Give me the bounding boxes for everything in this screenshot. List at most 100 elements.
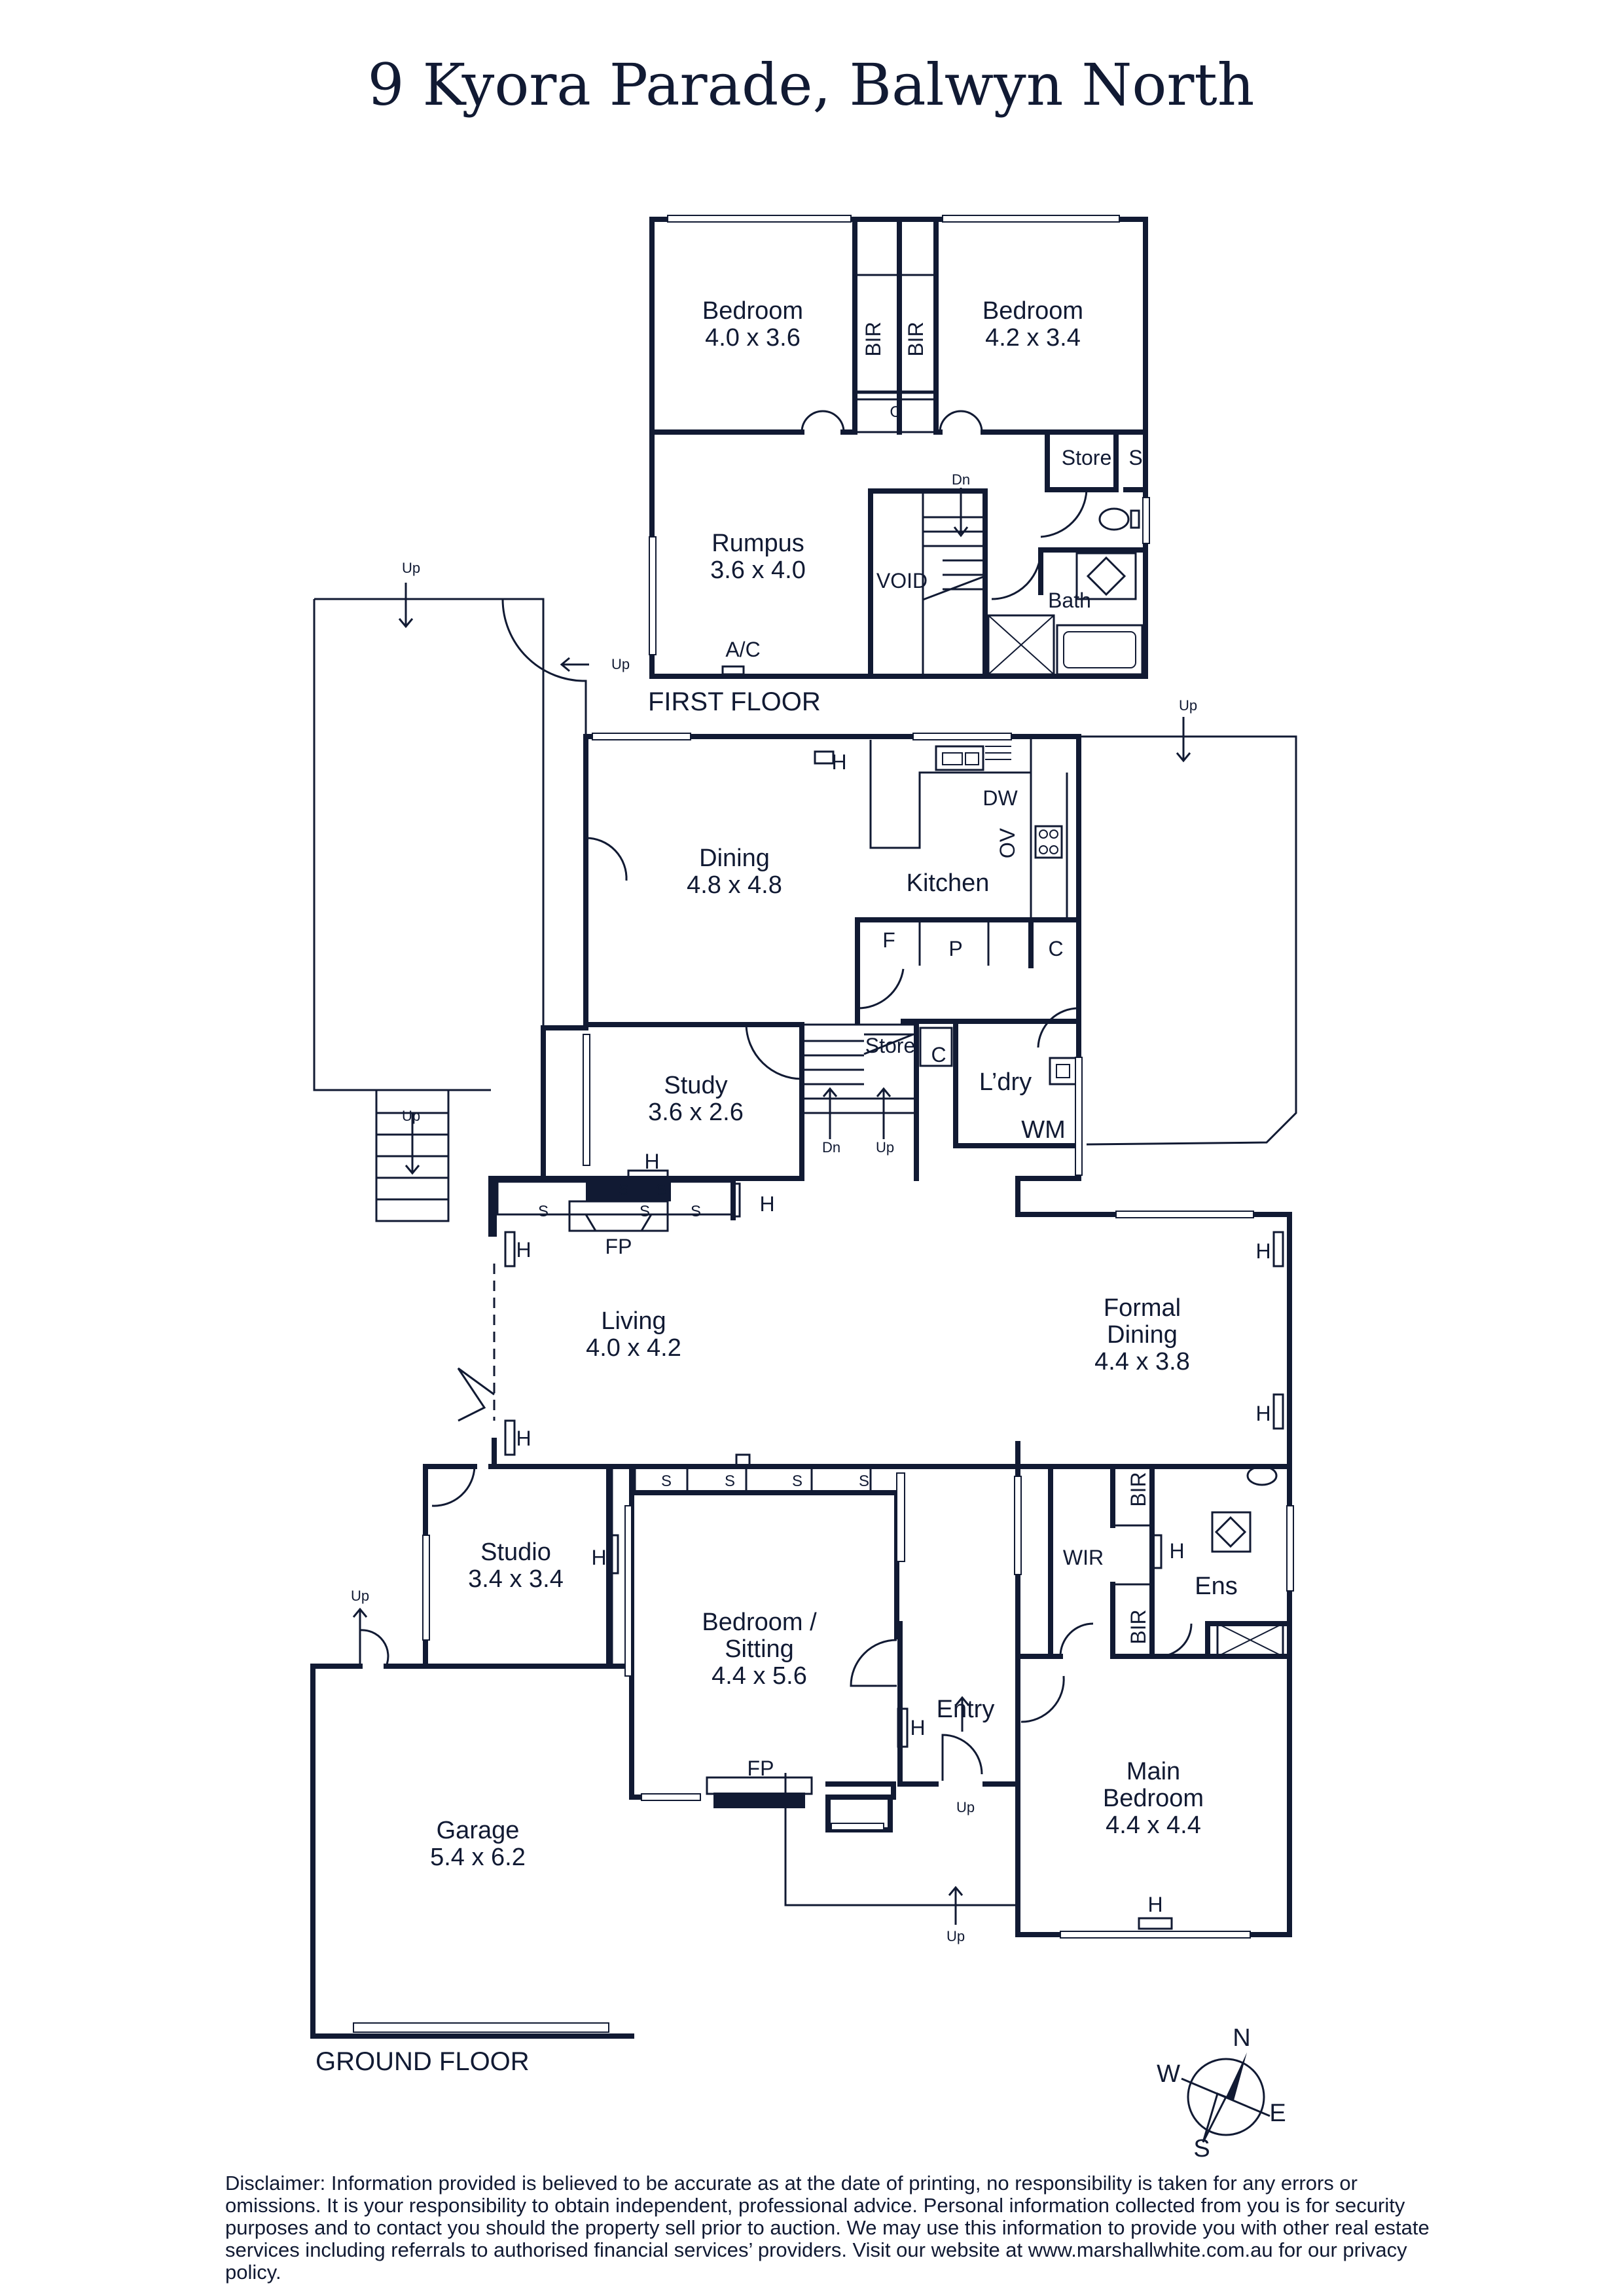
wir-label: WIR [1063, 1546, 1104, 1569]
store-shelf [863, 1033, 916, 1055]
door-swing [1158, 1623, 1193, 1658]
wash-trough [1049, 1057, 1077, 1085]
room-size: 5.4 x 6.2 [430, 1844, 526, 1871]
room-name: Dining [699, 845, 770, 872]
fridge-label: F [882, 928, 895, 952]
robe-shelving [634, 1465, 872, 1493]
toilet [1246, 1465, 1278, 1486]
deck-arrow [1176, 717, 1191, 763]
exterior-wall [488, 734, 588, 1237]
store-walls [1045, 429, 1148, 492]
sink-bowls [942, 746, 1011, 765]
room-name: Bedroom / [702, 1609, 817, 1636]
heater-label: H [591, 1546, 606, 1569]
bathtub-inner [1063, 631, 1136, 668]
shelf-label: S [538, 1203, 549, 1220]
shower-drain [988, 615, 1054, 675]
deck-up-label: Up [402, 1108, 420, 1124]
heater [627, 1169, 669, 1182]
exterior-wall [825, 1621, 1020, 1800]
deck-arrow [560, 657, 589, 672]
linen-cupboard [854, 392, 937, 433]
shower [987, 614, 1055, 676]
room-size: 4.4 x 5.6 [712, 1662, 807, 1690]
cupboard-label: C [1048, 937, 1063, 960]
heater-label: H [644, 1150, 659, 1173]
compass-north-label: N [1233, 2024, 1250, 2052]
kitchen-bench-outline [869, 738, 1068, 920]
heater-label: H [831, 750, 846, 774]
room-name: Rumpus [712, 530, 804, 557]
stair-arrow [953, 488, 969, 538]
kitchen-sink [935, 745, 984, 771]
window [624, 1505, 632, 1677]
heater-label: H [516, 1238, 531, 1262]
shelf-label: S [1128, 446, 1142, 469]
room-name: Main [1126, 1758, 1180, 1785]
bathtub [1056, 624, 1144, 676]
ground-floor: Dining 4.8 x 4.8 Kitchen DW OV F P C H S… [310, 560, 1297, 2076]
stair-treads [923, 516, 985, 591]
stair-down-label: Dn [952, 471, 970, 488]
heater [735, 1453, 751, 1468]
door-swing [1037, 1007, 1079, 1048]
disclaimer-text: Disclaimer: Information provided is beli… [225, 2172, 1430, 2284]
shelf-label: S [640, 1203, 650, 1220]
ground-floor-label: GROUND FLOOR [315, 2047, 530, 2076]
fireplace-label: FP [605, 1235, 632, 1258]
garage-wall [310, 1664, 634, 2039]
room-size: 4.8 x 4.8 [687, 871, 782, 899]
stair-arrow [822, 1087, 838, 1139]
heater [607, 1534, 619, 1575]
heater-label: H [759, 1192, 774, 1216]
void-label: VOID [876, 569, 928, 592]
stair-break [922, 575, 986, 601]
shower [1216, 1622, 1284, 1658]
window [667, 215, 852, 223]
door-swing [431, 1466, 476, 1507]
room-name: Bedroom [702, 297, 803, 325]
room-name: Entry [937, 1696, 995, 1723]
cooktop [1034, 825, 1063, 859]
heater-label: H [1169, 1539, 1184, 1563]
compass: N E S W [1157, 2024, 1286, 2162]
room-name: Studio [480, 1539, 551, 1566]
room-name: Garage [437, 1817, 520, 1844]
vanity [1211, 1511, 1252, 1553]
first-floor-label: FIRST FLOOR [648, 687, 821, 716]
shower-drain [1217, 1623, 1284, 1657]
deck-arrow [405, 1113, 420, 1175]
side-deck [1080, 735, 1297, 1146]
basin [1086, 556, 1126, 596]
heater-label: H [516, 1427, 531, 1450]
bir-shelves [1113, 1524, 1152, 1586]
shelf-label: S [619, 1181, 629, 1199]
burner [1039, 845, 1048, 854]
shelf-label: S [859, 1472, 869, 1490]
stair-up-label: Up [876, 1139, 894, 1156]
door-swing [745, 1024, 802, 1080]
heater [1272, 1231, 1284, 1267]
front-path [784, 1773, 1018, 1906]
basin [1214, 1516, 1247, 1548]
room-size: 4.0 x 3.6 [705, 324, 801, 352]
heater [504, 1231, 516, 1267]
window [942, 215, 1120, 223]
heater-label: H [1147, 1893, 1162, 1916]
door-swing [857, 968, 905, 1010]
deck-up-label: Up [402, 560, 420, 576]
door-swing [991, 549, 1042, 600]
room-name: Ens [1195, 1573, 1237, 1600]
fireplace-hearth [586, 1182, 671, 1201]
bir-label: BIR [1126, 1472, 1150, 1506]
room-name: L’dry [979, 1068, 1032, 1096]
window [1060, 1931, 1251, 1939]
room-size: 4.2 x 3.4 [985, 324, 1081, 352]
window [1286, 1505, 1294, 1592]
exterior-wall [423, 1231, 497, 1669]
fireplace-hearth [713, 1793, 805, 1808]
room-size: 3.4 x 3.4 [468, 1565, 564, 1593]
deck-up-label: Up [1179, 697, 1197, 714]
path-arrow [948, 1886, 964, 1925]
heater [504, 1419, 516, 1456]
